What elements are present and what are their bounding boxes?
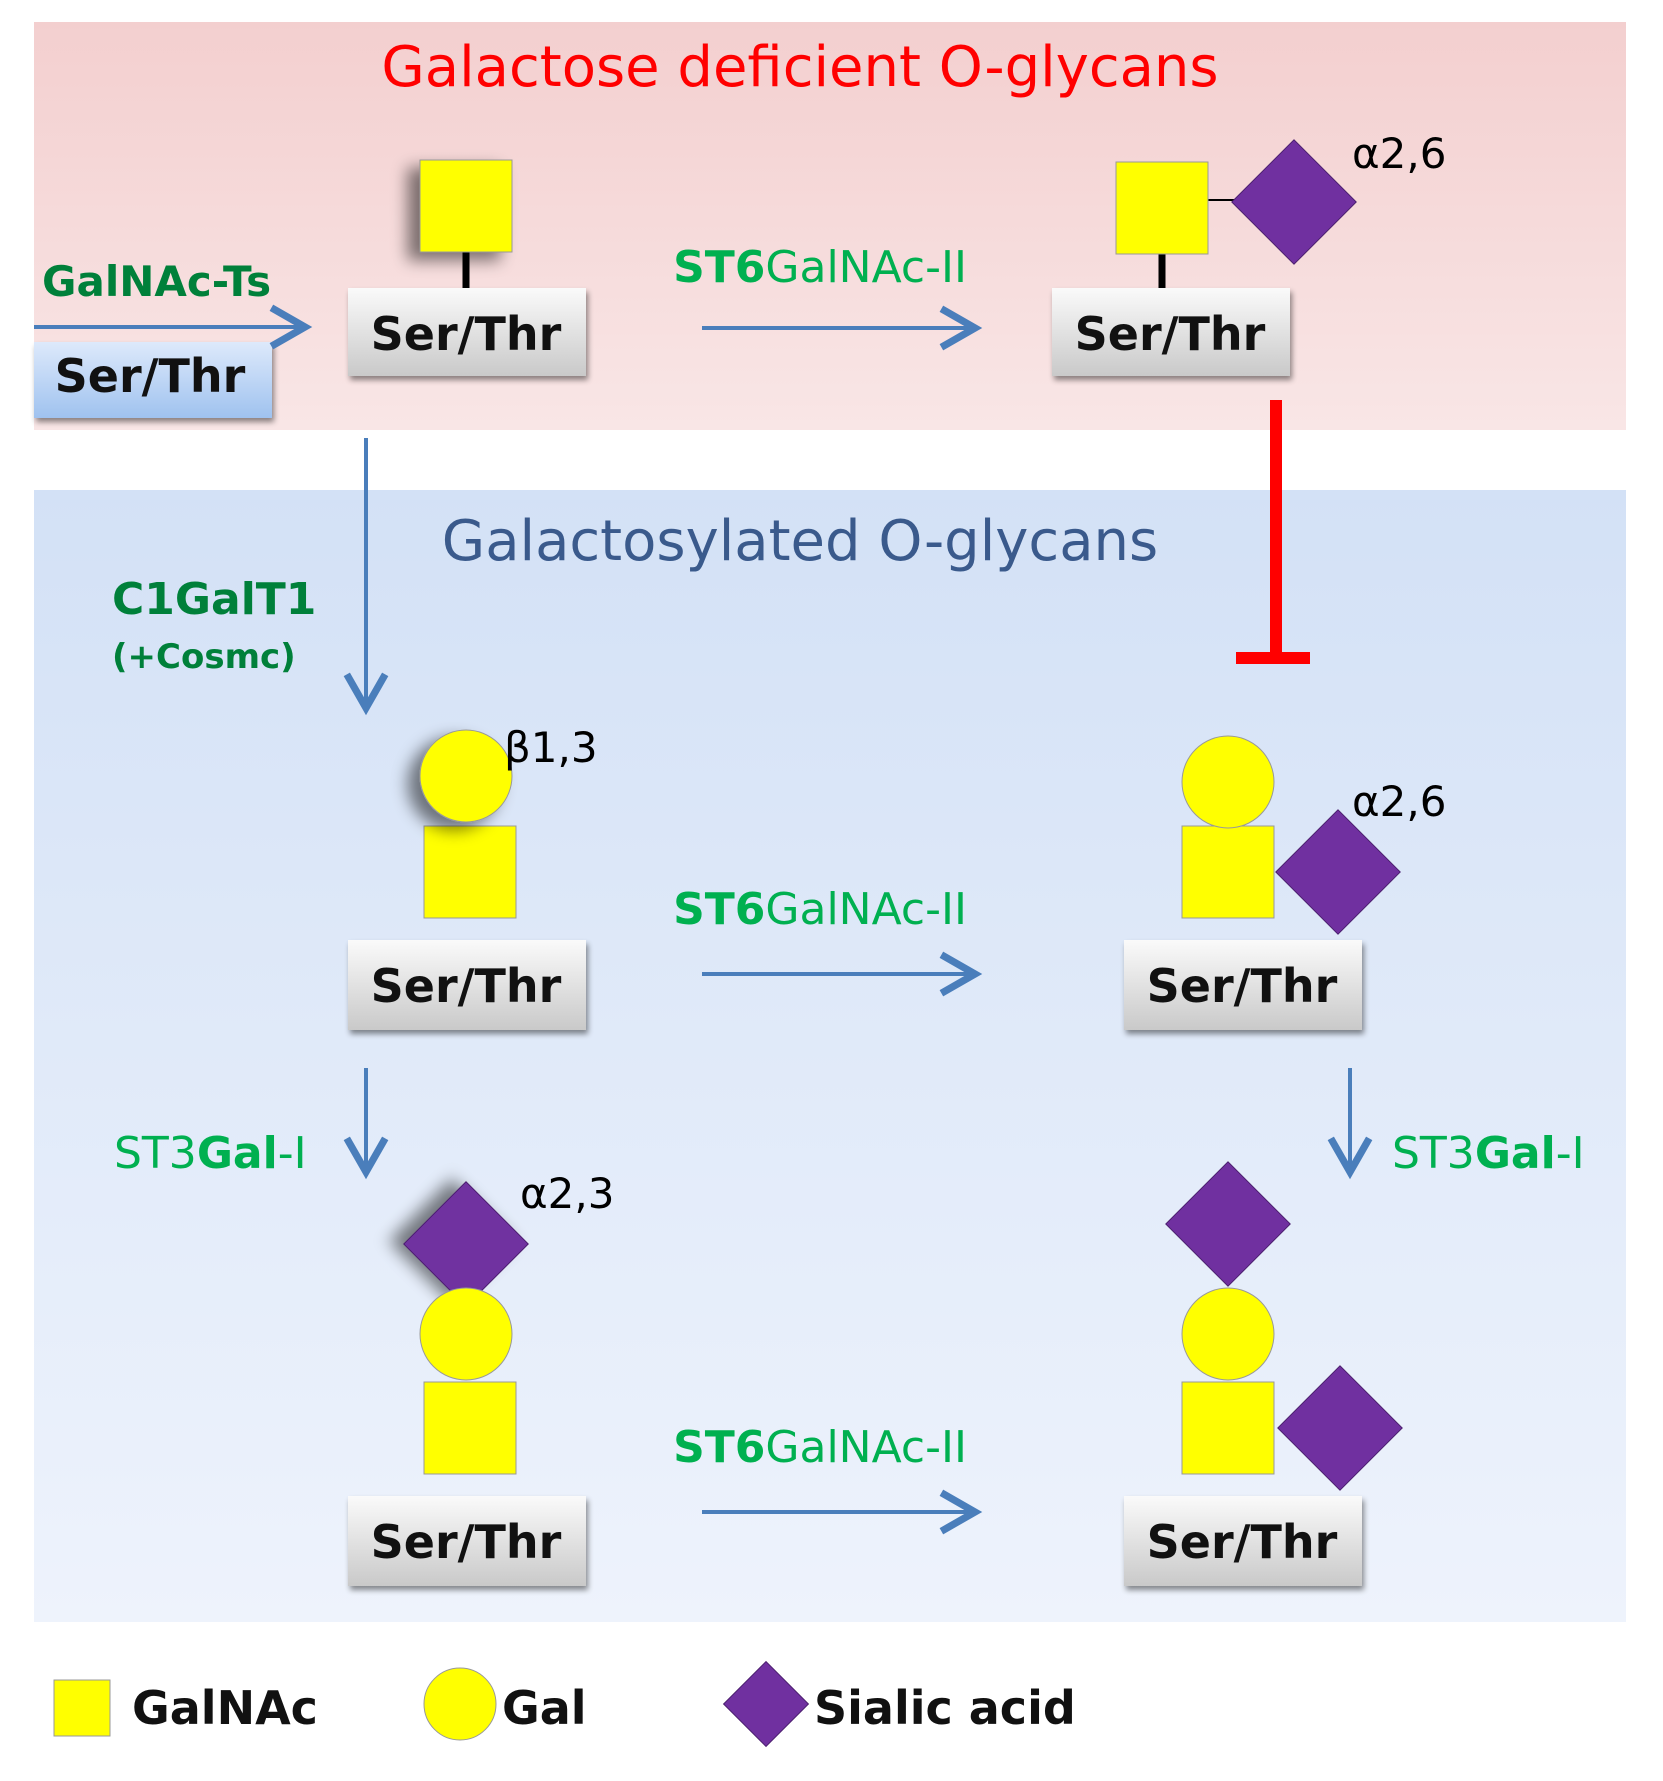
legend-gal-icon bbox=[423, 1667, 497, 1741]
st6-enzyme-middle: ST6GalNAc-II bbox=[673, 884, 967, 935]
galnac-ts-enzyme: GalNAc-Ts bbox=[42, 257, 271, 306]
dst-ser-thr-label: Ser/Thr bbox=[1147, 1515, 1338, 1569]
s3t-a23-linkage: α2,3 bbox=[520, 1169, 614, 1218]
st-galnac-square bbox=[1181, 825, 1275, 919]
tn-ser-thr-label: Ser/Thr bbox=[371, 307, 562, 361]
t-ser-thr-label: Ser/Thr bbox=[371, 959, 562, 1013]
legend-gal-label: Gal bbox=[502, 1681, 587, 1735]
t-gal-circle bbox=[419, 729, 513, 823]
c1galt1-enzyme: C1GalT1 bbox=[112, 574, 316, 625]
deficient-section-title: Galactose deficient O-glycans bbox=[381, 35, 1218, 100]
t-galnac-square bbox=[423, 825, 517, 919]
dst-sialic-diamond-side bbox=[1277, 1365, 1403, 1491]
st3-enzyme-right: ST3Gal-I bbox=[1392, 1128, 1585, 1179]
start-ser-thr-label: Ser/Thr bbox=[55, 349, 246, 403]
s3t-ser-thr-label: Ser/Thr bbox=[371, 1515, 562, 1569]
st-a26-linkage: α2,6 bbox=[1352, 777, 1446, 826]
legend-galnac-label: GalNAc bbox=[132, 1681, 318, 1735]
tn-galnac-square bbox=[419, 159, 513, 253]
stn-ser-thr-box bbox=[1052, 288, 1290, 376]
dst-galnac-square bbox=[1181, 1381, 1275, 1475]
legend-sialic-label: Sialic acid bbox=[814, 1681, 1076, 1735]
dst-ser-thr-box bbox=[1124, 1496, 1362, 1586]
s3t-ser-thr-box bbox=[348, 1496, 586, 1586]
s3t-galnac-square bbox=[423, 1381, 517, 1475]
legend-sialic-icon bbox=[722, 1660, 810, 1748]
s3t-sialic-diamond bbox=[403, 1181, 529, 1307]
deficient-section-band bbox=[34, 22, 1626, 430]
start-ser-thr-box bbox=[34, 342, 272, 418]
legend-galnac-icon bbox=[53, 1679, 111, 1737]
st6-enzyme-bottom: ST6GalNAc-II bbox=[673, 1422, 967, 1473]
stn-ser-thr-label: Ser/Thr bbox=[1075, 307, 1266, 361]
stn-sialic-diamond bbox=[1231, 139, 1357, 265]
st6-enzyme-top: ST6GalNAc-II bbox=[673, 242, 967, 293]
cosmc-label: (+Cosmc) bbox=[112, 637, 296, 677]
st3-enzyme-left: ST3Gal-I bbox=[114, 1128, 307, 1179]
stn-galnac-square bbox=[1115, 161, 1209, 255]
st-gal-circle bbox=[1181, 735, 1275, 829]
st-ser-thr-label: Ser/Thr bbox=[1147, 959, 1338, 1013]
t-ser-thr-box bbox=[348, 940, 586, 1030]
st-sialic-diamond bbox=[1275, 809, 1401, 935]
dst-gal-circle bbox=[1181, 1287, 1275, 1381]
galactosylated-section-title: Galactosylated O-glycans bbox=[442, 509, 1158, 574]
tn-ser-thr-box bbox=[348, 288, 586, 376]
st-ser-thr-box bbox=[1124, 940, 1362, 1030]
dst-sialic-diamond-top bbox=[1165, 1161, 1291, 1287]
s3t-gal-circle bbox=[419, 1287, 513, 1381]
stn-a26-linkage: α2,6 bbox=[1352, 129, 1446, 178]
t-b13-linkage: β1,3 bbox=[504, 723, 598, 772]
